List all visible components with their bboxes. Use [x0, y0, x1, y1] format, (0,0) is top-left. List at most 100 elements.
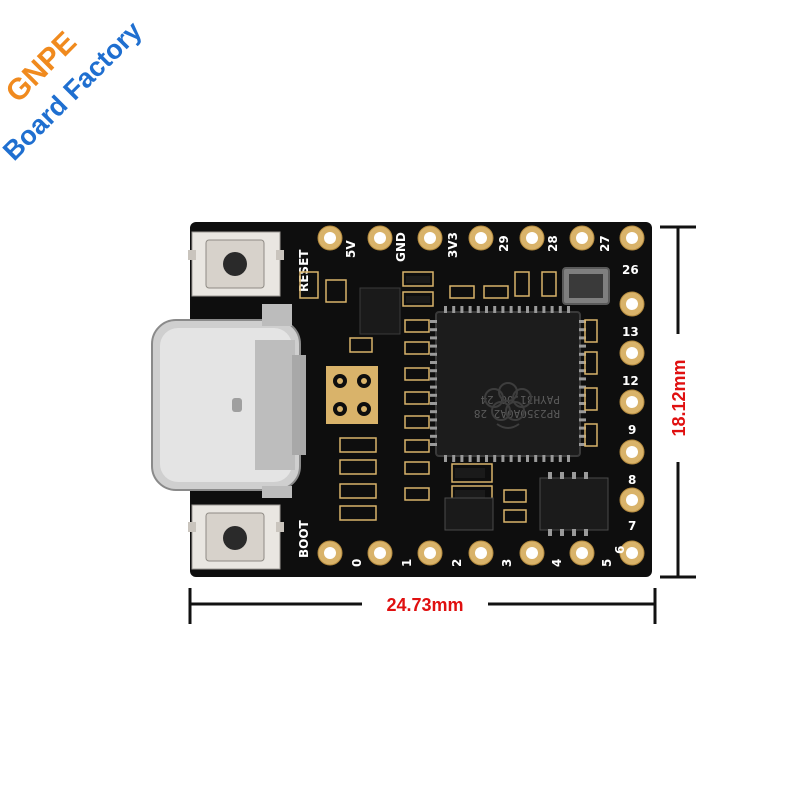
pin-label-0: 0	[350, 559, 364, 567]
pad-hole	[576, 547, 588, 559]
pin-label-3: 3	[500, 559, 514, 567]
usb-c-connector	[151, 304, 306, 498]
pin-labels-right: 26 13 12 9 8 7	[622, 263, 639, 533]
chip-pin	[444, 455, 447, 462]
pin-label-27: 27	[598, 235, 612, 252]
pad-hole	[526, 547, 538, 559]
chip-pin	[579, 361, 586, 364]
chip-pin	[485, 455, 488, 462]
pin-label-8: 8	[628, 473, 636, 487]
pin-label-7: 7	[628, 519, 636, 533]
chip-pin	[579, 352, 586, 356]
chip-pin	[430, 434, 437, 438]
pad-hole	[475, 232, 487, 244]
chip-pin	[579, 328, 586, 332]
chip-pin	[468, 306, 472, 313]
pin-label-6: 6	[613, 546, 627, 554]
chip-pin	[501, 455, 505, 462]
chip-pin	[430, 369, 437, 373]
chip-pin	[579, 410, 586, 414]
pad-hole	[475, 547, 487, 559]
chip-pin	[534, 306, 538, 313]
chip-pin	[558, 455, 562, 462]
pad-hole	[626, 347, 638, 359]
pin-label-29: 29	[497, 235, 511, 252]
chip-pin	[517, 306, 521, 313]
pad-hole	[626, 446, 638, 458]
chip-pin	[579, 434, 586, 438]
chip-pin	[501, 306, 505, 313]
chip-pin	[468, 455, 472, 462]
chip-pin	[430, 361, 437, 364]
pin-label-28: 28	[546, 235, 560, 252]
pad-hole	[626, 494, 638, 506]
chip-pin	[567, 306, 570, 313]
chip-pin	[430, 385, 437, 389]
chip-pin	[542, 306, 546, 313]
chip-pin	[430, 410, 437, 414]
chip-pin	[476, 306, 480, 313]
pad-hole	[626, 298, 638, 310]
chip-pin	[493, 306, 497, 313]
chip-pin	[444, 306, 447, 313]
pin-label-12: 12	[622, 374, 639, 388]
chip-pin	[534, 455, 538, 462]
chip-pin	[579, 344, 586, 348]
chip-pin	[550, 455, 554, 462]
chip-pin	[509, 306, 513, 313]
pin-label-gnd: GND	[394, 232, 408, 262]
pad-hole	[324, 547, 336, 559]
test-pads	[326, 366, 378, 424]
chip-pin	[430, 426, 437, 430]
flash-chip	[539, 472, 609, 536]
chip-pin	[579, 377, 586, 381]
chip-pin	[558, 306, 562, 313]
chip-pin	[579, 443, 586, 446]
chip-pin	[579, 402, 586, 405]
chip-pin	[476, 455, 480, 462]
height-dimension	[660, 225, 696, 579]
chip-pin	[485, 306, 488, 313]
chip-pin	[526, 455, 529, 462]
chip-pin	[550, 306, 554, 313]
chip-pin	[430, 377, 437, 381]
raspberry-logo-icon	[484, 382, 532, 429]
chip-pin	[460, 306, 464, 313]
pin-label-3v3: 3V3	[446, 232, 460, 258]
chip-pin	[579, 426, 586, 430]
chip-pin	[430, 393, 437, 397]
chip-pin	[430, 402, 437, 405]
chip-pin	[579, 385, 586, 389]
pin-label-13: 13	[622, 325, 639, 339]
chip-pin	[430, 336, 437, 340]
chip-marking-1: RP2350A0A2 28	[474, 407, 560, 420]
pin-label-4: 4	[550, 559, 564, 567]
reset-button	[188, 231, 284, 297]
pin-labels-bottom: 0 1 2 3 4 5 6	[350, 546, 627, 567]
chip-pin	[430, 320, 437, 323]
chip-pin	[452, 306, 456, 313]
pad-hole	[424, 232, 436, 244]
crystal-oscillator	[562, 267, 610, 305]
chip-pin	[579, 393, 586, 397]
pin-label-9: 9	[628, 423, 636, 437]
pin-label-26: 26	[622, 263, 639, 277]
chip-pin	[430, 352, 437, 356]
rp2350-chip: RP2350A0A2 28 PAYH31.00 24	[430, 306, 586, 462]
pin-label-1: 1	[400, 559, 414, 567]
chip-pin	[452, 455, 456, 462]
pad-hole	[374, 547, 386, 559]
pin-labels-top: 5V GND 3V3 29 28 27	[344, 232, 612, 262]
chip-pin	[430, 328, 437, 332]
chip-pin	[526, 306, 529, 313]
pad-hole	[526, 232, 538, 244]
pin-label-5v: 5V	[344, 240, 358, 258]
pad-hole	[626, 232, 638, 244]
pad-hole	[424, 547, 436, 559]
chip-pin	[430, 418, 437, 422]
chip-pin	[567, 455, 570, 462]
pad-hole	[626, 547, 638, 559]
width-dimension	[188, 588, 657, 624]
pad-hole	[626, 396, 638, 408]
